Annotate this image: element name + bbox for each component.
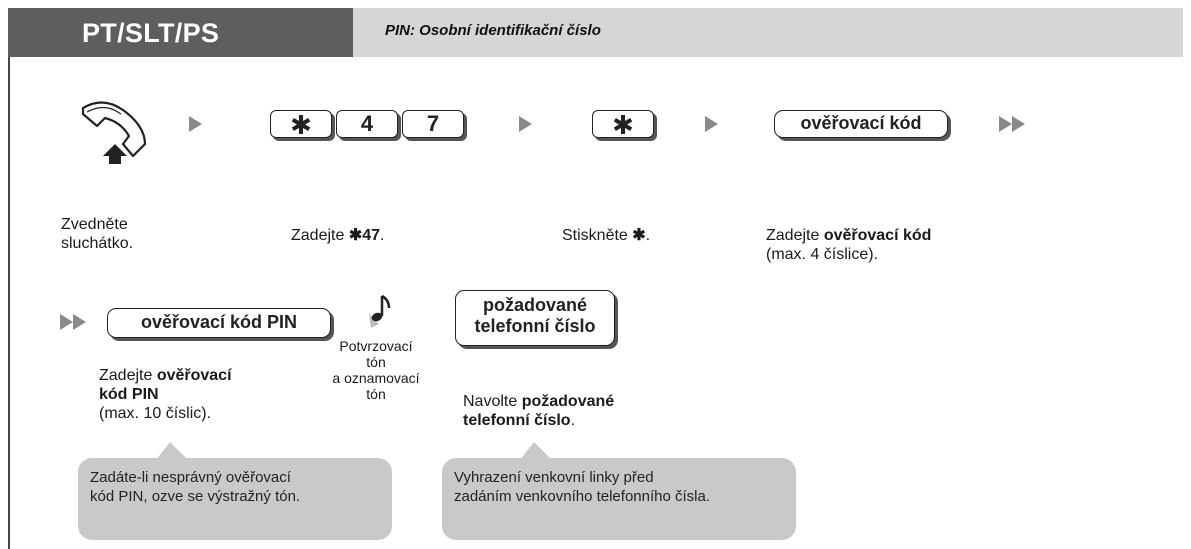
note-line-seize-line2: zadáním venkovního telefonního čísla.: [454, 488, 710, 505]
offhook-caption: Zvedněte sluchátko.: [61, 215, 133, 253]
verification-code-bold: ověřovací kód: [823, 227, 932, 244]
press-star-value: ✱: [632, 227, 646, 244]
note-line-seize-line1: Vyhrazení venkovní linky před: [454, 469, 654, 486]
procedure-diagram: PT/SLT/PS PIN: Osobní identifikační čísl…: [8, 8, 1183, 549]
verification-pin-bold2: kód PIN: [99, 386, 159, 403]
step-arrow: [705, 116, 718, 132]
step-arrow: [519, 116, 532, 132]
continue-arrow: [73, 314, 86, 330]
page-subtitle: PIN: Osobní identifikační číslo: [385, 22, 601, 39]
note-wrong-pin-line2: kód PIN, ozve se výstražný tón.: [90, 488, 301, 505]
offhook-caption-line2: sluchátko.: [61, 235, 134, 252]
verification-code-prefix: Zadejte: [766, 227, 824, 244]
dial-code-caption: Zadejte ✱47.: [291, 226, 384, 245]
key-star-confirm: ✱: [592, 110, 654, 139]
tone-line2: tón: [366, 354, 386, 370]
press-star-caption: Stiskněte ✱.: [562, 226, 650, 245]
music-note-icon: [369, 294, 391, 328]
note-line-seize: Vyhrazení venkovní linky před zadáním ve…: [442, 442, 796, 540]
verification-pin-pill: ověřovací kód PIN: [107, 308, 331, 338]
continue-arrow: [999, 116, 1012, 132]
phone-number-bold2: telefonní číslo: [463, 412, 571, 429]
verification-code-caption: Zadejte ověřovací kód (max. 4 číslice).: [766, 226, 931, 264]
verification-pin-bold1: ověřovací: [156, 367, 232, 384]
press-star-suffix: .: [645, 227, 651, 244]
phone-number-pill-line1: požadované: [482, 295, 588, 315]
note-tail: [156, 442, 188, 460]
verification-pin-limit: (max. 10 číslic).: [99, 405, 212, 422]
verification-code-pill: ověřovací kód: [774, 110, 948, 138]
header-mode-panel: [8, 8, 353, 57]
key-4: 4: [336, 110, 398, 138]
note-tail: [520, 442, 552, 460]
phone-number-pill: požadované telefonní číslo: [455, 290, 615, 346]
note-wrong-pin: Zadáte-li nesprávný ověřovací kód PIN, o…: [78, 442, 392, 540]
phone-number-bold1: požadované: [521, 393, 615, 410]
verification-code-limit: (max. 4 číslice).: [766, 246, 879, 263]
key-7: 7: [402, 110, 464, 138]
mode-label: PT/SLT/PS: [82, 18, 220, 48]
continue-arrow: [60, 314, 73, 330]
tone-line1: Potvrzovací: [339, 338, 413, 354]
phone-number-suffix: .: [570, 412, 576, 429]
verification-code-pill-label: ověřovací kód: [800, 113, 922, 133]
phone-number-caption: Navolte požadované telefonní číslo.: [463, 392, 614, 430]
note-wrong-pin-line1: Zadáte-li nesprávný ověřovací: [90, 469, 291, 486]
left-border: [8, 57, 10, 549]
key-star: ✱: [270, 110, 332, 139]
offhook-caption-line1: Zvedněte: [61, 216, 128, 233]
step-arrow: [189, 116, 202, 132]
verification-pin-pill-label: ověřovací kód PIN: [140, 312, 298, 332]
tone-line4: tón: [366, 386, 386, 402]
dial-code-value: ✱47: [348, 227, 381, 244]
header-bar: PT/SLT/PS PIN: Osobní identifikační čísl…: [8, 8, 1183, 57]
phone-number-prefix: Navolte: [463, 393, 522, 410]
verification-pin-prefix: Zadejte: [99, 367, 157, 384]
verification-pin-caption: Zadejte ověřovací kód PIN (max. 10 čísli…: [99, 366, 232, 423]
handset-up-icon: [81, 101, 147, 164]
phone-number-pill-line2: telefonní číslo: [474, 316, 596, 336]
dial-code-suffix: .: [380, 227, 385, 244]
press-star-prefix: Stiskněte: [562, 227, 633, 244]
tone-caption: Potvrzovací tón a oznamovací tón: [321, 338, 431, 402]
tone-line3: a oznamovací: [332, 370, 420, 386]
continue-arrow: [1012, 116, 1025, 132]
header-subtitle-panel: [353, 8, 1183, 57]
dial-code-prefix: Zadejte: [291, 227, 349, 244]
